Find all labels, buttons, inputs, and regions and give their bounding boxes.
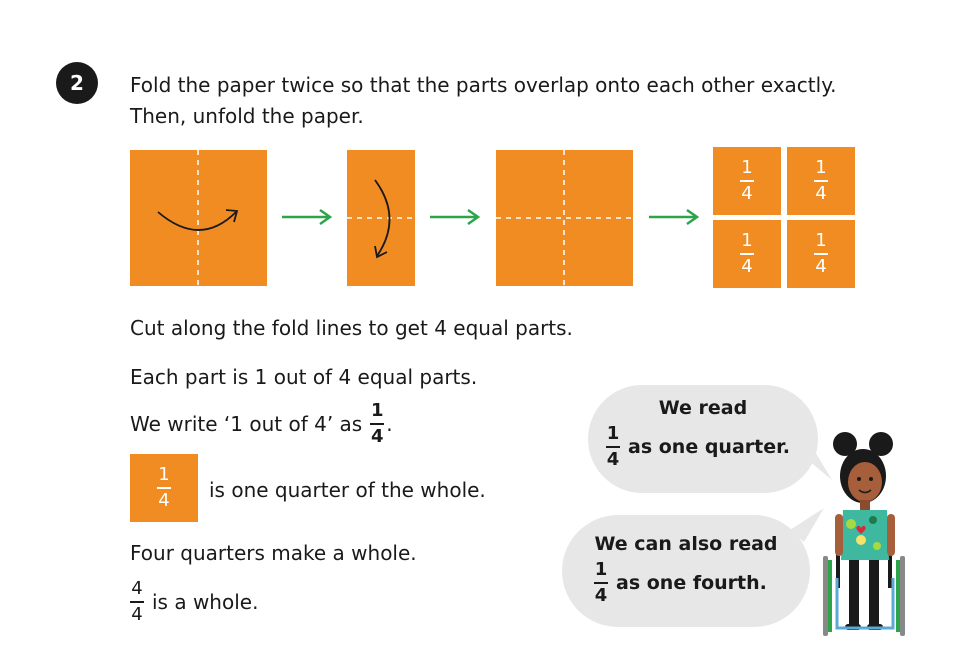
paper-unfolded-step-3 bbox=[496, 150, 633, 286]
paper-folded-step-2 bbox=[347, 150, 415, 286]
character-in-wheelchair bbox=[823, 432, 905, 636]
write-suffix: . bbox=[386, 412, 393, 436]
instruction-text: Fold the paper twice so that the parts o… bbox=[130, 70, 837, 132]
bubble-2-line-1: We can also read bbox=[594, 533, 778, 555]
cut-instruction: Cut along the fold lines to get 4 equal … bbox=[130, 316, 573, 340]
curved-arrow-icon bbox=[157, 150, 239, 286]
curved-arrow-icon bbox=[347, 179, 415, 259]
question-number-badge: 2 bbox=[56, 62, 98, 104]
right-arrow-icon bbox=[430, 208, 481, 226]
instruction-line-1: Fold the paper twice so that the parts o… bbox=[130, 73, 837, 97]
each-part-text: Each part is 1 out of 4 equal parts. bbox=[130, 365, 478, 389]
four-quarters-text: Four quarters make a whole. bbox=[130, 541, 417, 565]
right-arrow-icon bbox=[282, 208, 333, 226]
bubble-1-tail bbox=[796, 440, 832, 480]
paper-square-step-1 bbox=[130, 150, 267, 286]
bubble-1-line-1: We read bbox=[658, 397, 748, 419]
quarter-of-whole-text: is one quarter of the whole. bbox=[209, 478, 486, 502]
instruction-line-2: Then, unfold the paper. bbox=[130, 104, 364, 128]
write-prefix: We write ‘1 out of 4’ as bbox=[130, 412, 363, 436]
is-whole-text: is a whole. bbox=[152, 590, 259, 614]
right-arrow-icon bbox=[649, 208, 700, 226]
bubble-2-tail bbox=[790, 508, 824, 542]
